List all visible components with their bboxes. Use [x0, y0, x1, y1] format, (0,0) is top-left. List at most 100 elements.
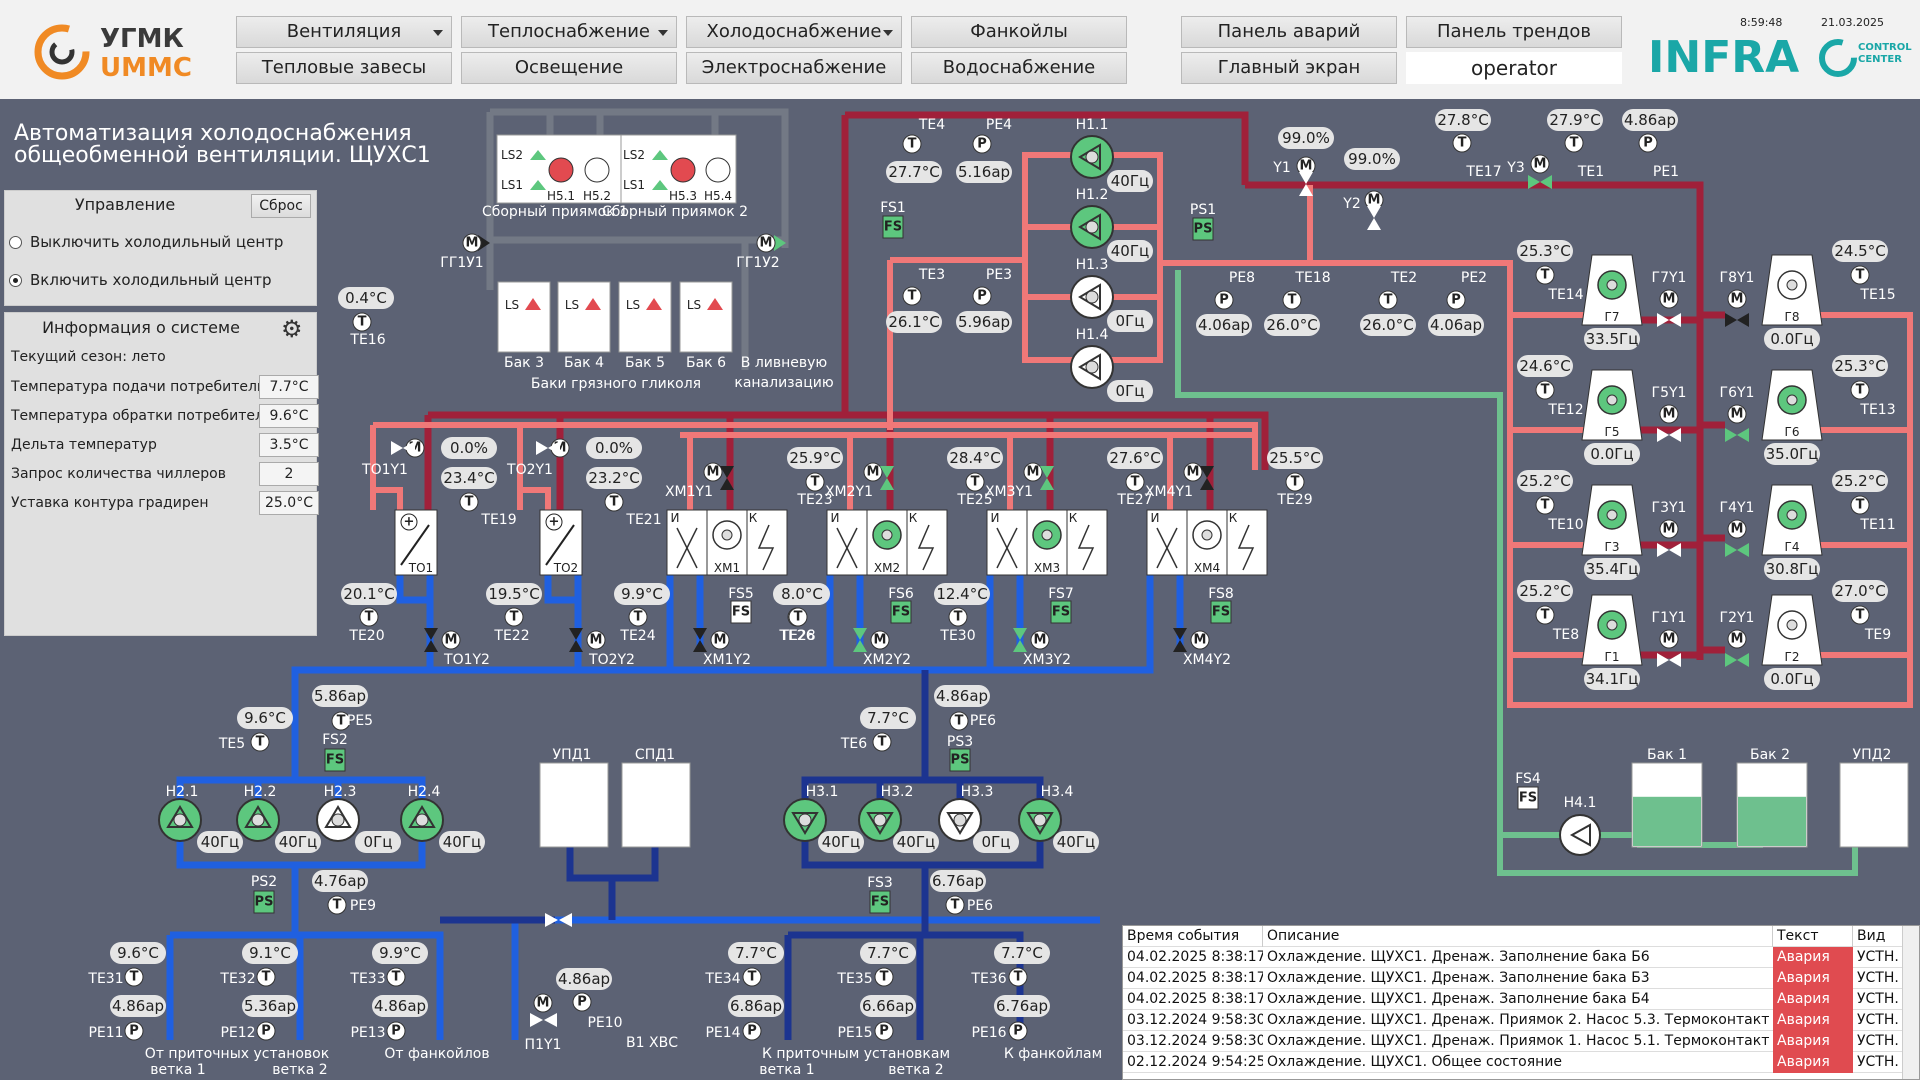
valve-icon[interactable] — [1737, 428, 1749, 442]
nav-fancoils[interactable]: Фанкойлы — [911, 16, 1127, 48]
pressure-sensor-icon[interactable] — [972, 134, 992, 154]
pressure-switch-icon[interactable] — [949, 748, 971, 772]
temperature-sensor-icon[interactable] — [1564, 133, 1584, 153]
temperature-sensor-icon[interactable] — [459, 492, 479, 512]
temperature-sensor-icon[interactable] — [1850, 495, 1870, 515]
nav-ventilation[interactable]: Вентиляция — [236, 16, 452, 48]
temperature-sensor-icon[interactable] — [902, 134, 922, 154]
temperature-sensor-icon[interactable] — [1535, 605, 1555, 625]
valve-icon[interactable] — [1173, 640, 1187, 652]
temperature-sensor-icon[interactable] — [742, 967, 762, 987]
temperature-sensor-icon[interactable] — [948, 607, 968, 627]
valve-icon[interactable] — [1200, 466, 1214, 478]
nav-cooling[interactable]: Холодоснабжение — [686, 16, 902, 48]
valve-icon[interactable] — [569, 640, 583, 652]
valve-icon[interactable] — [1657, 313, 1669, 327]
temperature-sensor-icon[interactable] — [1125, 472, 1145, 492]
temperature-sensor-icon[interactable] — [965, 472, 985, 492]
valve-icon[interactable] — [1540, 175, 1552, 189]
temperature-sensor-icon[interactable] — [1850, 265, 1870, 285]
motor-valve-icon[interactable] — [1190, 630, 1210, 650]
valve-icon[interactable] — [1013, 628, 1027, 640]
valve-icon[interactable] — [536, 441, 548, 455]
flow-switch-icon[interactable] — [890, 600, 912, 624]
temperature-sensor-icon[interactable] — [1850, 605, 1870, 625]
pressure-sensor-icon[interactable] — [742, 1021, 762, 1041]
valve-icon[interactable] — [1669, 428, 1681, 442]
temperature-sensor-icon[interactable] — [359, 607, 379, 627]
motor-valve-icon[interactable] — [1727, 519, 1747, 539]
temperature-sensor-icon[interactable] — [327, 895, 347, 915]
valve-icon[interactable] — [880, 466, 894, 478]
temperature-sensor-icon[interactable] — [1008, 967, 1028, 987]
flow-switch-icon[interactable] — [882, 215, 904, 239]
motor-valve-icon[interactable] — [703, 462, 723, 482]
pressure-sensor-icon[interactable] — [874, 1021, 894, 1041]
temperature-sensor-icon[interactable] — [872, 732, 892, 752]
temperature-sensor-icon[interactable] — [386, 967, 406, 987]
radio-off-circle[interactable] — [9, 235, 22, 249]
valve-icon[interactable] — [569, 628, 583, 640]
valve-icon[interactable] — [720, 466, 734, 478]
valve-icon[interactable] — [424, 628, 438, 640]
valve-icon[interactable] — [693, 628, 707, 640]
valve-icon[interactable] — [1669, 653, 1681, 667]
temperature-sensor-icon[interactable] — [1535, 265, 1555, 285]
pump-h41-icon[interactable] — [1559, 814, 1601, 856]
motor-valve-icon[interactable] — [1727, 289, 1747, 309]
pressure-sensor-icon[interactable] — [256, 1021, 276, 1041]
temperature-sensor-icon[interactable] — [1535, 380, 1555, 400]
main-screen-button[interactable]: Главный экран — [1181, 52, 1397, 84]
pressure-sensor-icon[interactable] — [1008, 1021, 1028, 1041]
valve-icon[interactable] — [693, 640, 707, 652]
pump-h52-icon[interactable] — [584, 157, 610, 183]
temperature-sensor-icon[interactable] — [250, 732, 270, 752]
flow-switch-icon[interactable] — [324, 748, 346, 772]
pressure-sensor-icon[interactable] — [1638, 133, 1658, 153]
pressure-sensor-icon[interactable] — [1214, 290, 1234, 310]
valve-icon[interactable] — [1657, 653, 1669, 667]
nav-power[interactable]: Электроснабжение — [686, 52, 902, 84]
valve-icon[interactable] — [1528, 175, 1540, 189]
pressure-sensor-icon[interactable] — [972, 286, 992, 306]
motor-valve-icon[interactable] — [1659, 404, 1679, 424]
temperature-sensor-icon[interactable] — [788, 607, 808, 627]
flow-switch-icon[interactable] — [1210, 600, 1232, 624]
col-time[interactable]: Время события — [1123, 926, 1263, 947]
motor-valve-icon[interactable] — [1530, 154, 1550, 174]
nav-lighting[interactable]: Освещение — [461, 52, 677, 84]
motor-valve-icon[interactable] — [1659, 629, 1679, 649]
radio-turn-off[interactable]: Выключить холодильный центр — [9, 233, 283, 251]
valve-icon[interactable] — [1737, 313, 1749, 327]
nav-water[interactable]: Водоснабжение — [911, 52, 1127, 84]
reset-button[interactable]: Сброс — [251, 194, 311, 218]
valve-icon[interactable] — [1725, 313, 1737, 327]
valve-icon[interactable] — [1725, 543, 1737, 557]
pump-h51-icon[interactable] — [548, 157, 574, 183]
temperature-sensor-icon[interactable] — [874, 967, 894, 987]
events-scrollbar[interactable] — [1902, 926, 1919, 1079]
valve-icon[interactable] — [1657, 428, 1669, 442]
motor-valve-icon[interactable] — [1030, 630, 1050, 650]
valve-icon[interactable] — [1013, 640, 1027, 652]
pit-valve-1[interactable]: ГГ1У1 — [440, 233, 490, 271]
valve-icon[interactable] — [1737, 543, 1749, 557]
motor-valve-icon[interactable] — [863, 462, 883, 482]
col-text[interactable]: Текст — [1773, 926, 1853, 947]
radio-turn-on[interactable]: Включить холодильный центр — [9, 271, 272, 289]
temperature-sensor-icon[interactable] — [805, 472, 825, 492]
valve-icon[interactable] — [880, 478, 894, 490]
trends-panel-button[interactable]: Панель трендов — [1406, 16, 1622, 48]
valve-icon[interactable] — [1725, 428, 1737, 442]
motor-valve-icon[interactable] — [1023, 462, 1043, 482]
valve-icon[interactable] — [1040, 466, 1054, 478]
temperature-sensor-icon[interactable] — [604, 492, 624, 512]
valve-icon[interactable] — [720, 478, 734, 490]
col-kind[interactable]: Вид — [1853, 926, 1903, 947]
valve-icon[interactable] — [403, 441, 415, 455]
temperature-sensor-icon[interactable] — [1452, 133, 1472, 153]
